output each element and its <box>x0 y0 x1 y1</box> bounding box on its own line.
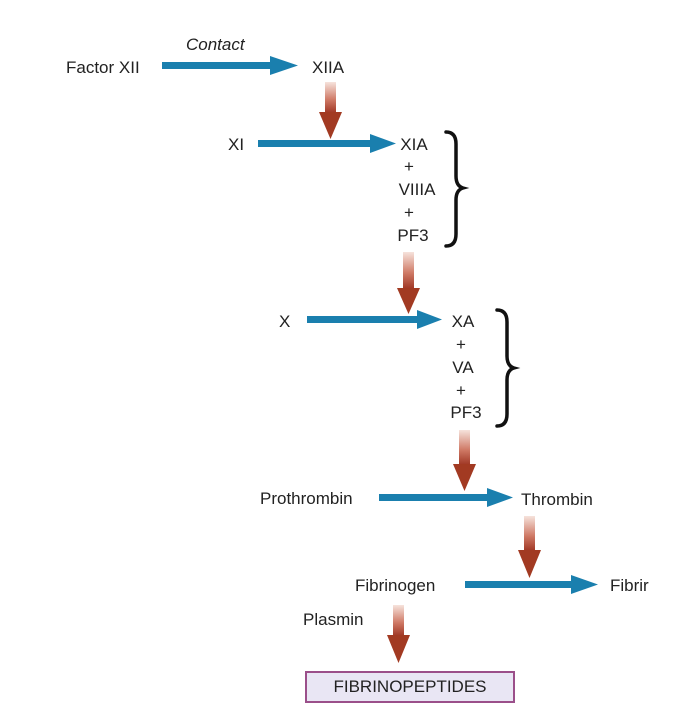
activation-arrow-xiia <box>319 82 342 139</box>
node-pf3: PF3 <box>397 226 429 245</box>
activation-arrow-xa-complex <box>453 430 476 491</box>
activation-arrow-plasmin <box>387 605 410 663</box>
plus-sign: + <box>456 381 466 400</box>
enzyme-label-plasmin: Plasmin <box>303 610 364 629</box>
node-pf3: PF3 <box>450 403 482 422</box>
node-xa: XA <box>451 312 475 331</box>
node-factor-xii: Factor XII <box>66 58 140 77</box>
node-xi: XI <box>228 135 245 154</box>
conversion-arrow-xii-to-xiia <box>162 56 298 75</box>
node-viiia: VIIIA <box>398 180 436 199</box>
node-va: VA <box>452 358 474 377</box>
node-x: X <box>279 312 291 331</box>
conversion-arrow-x-to-xa <box>307 310 442 329</box>
plus-sign: + <box>456 335 466 354</box>
brace-xia-complex <box>444 130 470 248</box>
plus-sign: + <box>404 203 414 222</box>
node-fibrin: Fibrir <box>610 576 649 595</box>
brace-xa-complex <box>495 308 521 428</box>
product-box-fibrinopeptides: FIBRINOPEPTIDES <box>305 671 515 703</box>
product-box-label: FIBRINOPEPTIDES <box>333 677 487 696</box>
activation-arrow-xia-complex <box>397 252 420 314</box>
conversion-arrow-xi-to-xia <box>258 134 396 153</box>
node-prothrombin: Prothrombin <box>260 489 353 508</box>
condition-label-contact: Contact <box>186 35 245 54</box>
node-xia: XIA <box>400 135 428 154</box>
node-xiia: XIIA <box>312 58 345 77</box>
node-fibrinogen: Fibrinogen <box>355 576 436 595</box>
conversion-arrow-fibrinogen-to-fibrin <box>465 575 598 594</box>
node-thrombin: Thrombin <box>521 490 593 509</box>
conversion-arrow-prothrombin-to-thrombin <box>379 488 513 507</box>
activation-arrow-thrombin <box>518 516 541 578</box>
plus-sign: + <box>404 157 414 176</box>
